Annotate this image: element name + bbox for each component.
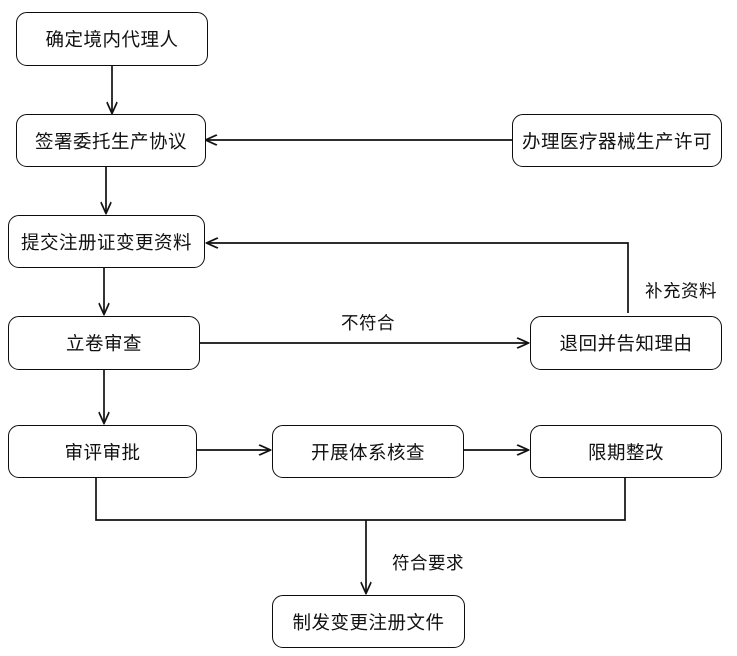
node-label: 提交注册证变更资料 [20, 233, 192, 254]
edge-label-not-conforming: 不符合 [341, 310, 395, 335]
node-label: 限期整改 [587, 443, 664, 464]
edge-label-supplement-materials: 补充资料 [645, 278, 717, 303]
node-rectify-within-time-limit[interactable]: 限期整改 [530, 425, 722, 478]
edge-merge-bus [95, 477, 626, 521]
edge-label-meets-requirements: 符合要求 [392, 550, 464, 575]
node-return-with-reason[interactable]: 退回并告知理由 [530, 316, 722, 370]
node-label: 确定境内代理人 [45, 31, 179, 51]
node-sign-contract-manufacturing-agreement[interactable]: 签署委托生产协议 [16, 114, 206, 167]
edge-label-text: 不符合 [341, 313, 395, 333]
node-label: 立卷审查 [65, 335, 142, 355]
node-label: 退回并告知理由 [559, 335, 693, 355]
node-issue-change-registration-document[interactable]: 制发变更注册文件 [272, 595, 465, 648]
node-label: 审评审批 [64, 443, 141, 464]
node-label: 签署委托生产协议 [34, 132, 187, 153]
node-filing-review[interactable]: 立卷审查 [8, 316, 200, 370]
node-obtain-device-production-license[interactable]: 办理医疗器械生产许可 [512, 114, 722, 167]
node-label: 办理医疗器械生产许可 [521, 132, 712, 153]
node-technical-review-approval[interactable]: 审评审批 [8, 425, 197, 478]
edge-return-to-submit [207, 243, 629, 313]
node-label: 开展体系核查 [310, 443, 425, 464]
node-conduct-system-inspection[interactable]: 开展体系核查 [272, 425, 464, 478]
edge-label-text: 补充资料 [645, 281, 717, 301]
node-label: 制发变更注册文件 [292, 613, 445, 634]
node-submit-registration-change-materials[interactable]: 提交注册证变更资料 [8, 215, 205, 268]
node-determine-domestic-agent[interactable]: 确定境内代理人 [16, 12, 208, 66]
edge-label-text: 符合要求 [392, 553, 464, 573]
